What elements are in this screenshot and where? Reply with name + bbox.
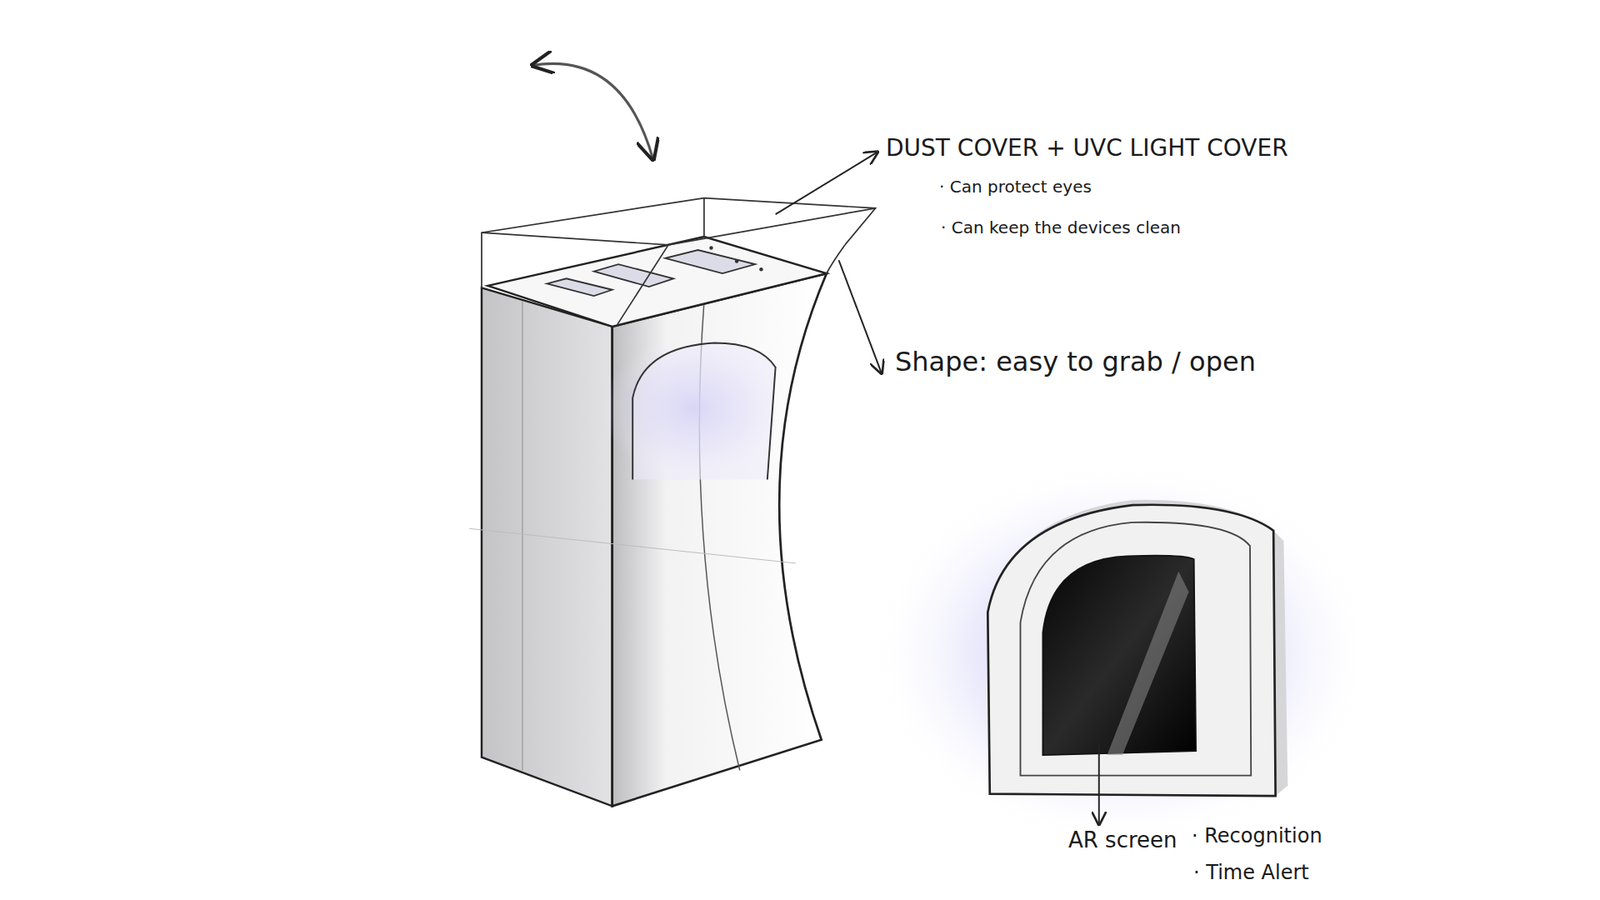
ar-screen (1042, 555, 1196, 755)
leader-line (775, 151, 878, 215)
leader-line (1098, 742, 1100, 825)
callout-title: AR screen (1068, 828, 1178, 854)
callout-note: · Recognition (1191, 825, 1323, 849)
cabinet-top (487, 236, 827, 327)
screen-housing (987, 505, 1275, 796)
dust-cover (481, 198, 876, 325)
cabinet-side (481, 287, 613, 806)
callout-title: DUST COVER + UVC LIGHT COVER (885, 135, 1289, 162)
callout-note: · Time Alert (1193, 861, 1310, 885)
callout-note: · Can keep the devices clean (940, 218, 1181, 238)
callout-title: Shape: easy to grab / open (895, 346, 1256, 378)
leader-line (839, 260, 882, 374)
uvc-opening (632, 342, 775, 480)
screen-housing-side (987, 500, 1288, 796)
callout-note: · Can protect eyes (939, 177, 1092, 197)
rotate-arrow (532, 63, 653, 160)
